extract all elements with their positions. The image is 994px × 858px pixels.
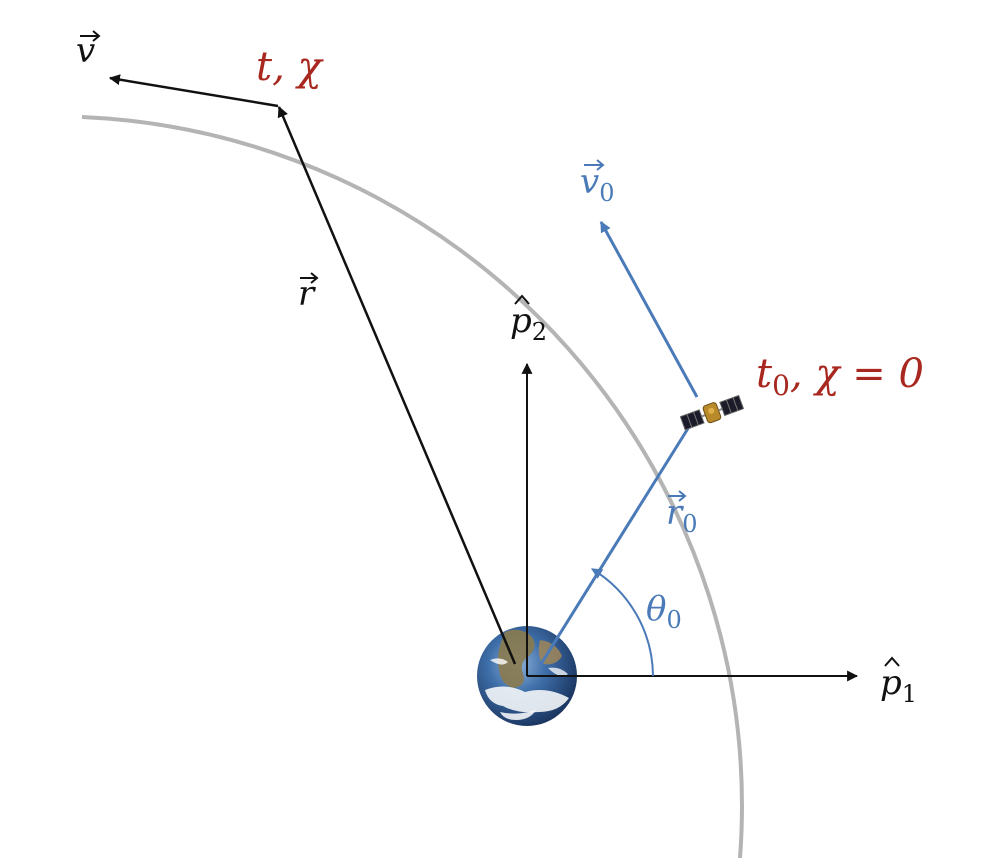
r-label-text: r <box>298 274 316 314</box>
v-label-text: v <box>76 31 95 71</box>
theta0-label-text: θ <box>646 589 666 629</box>
p2-label: p2 <box>510 294 547 346</box>
p1-label-text: p <box>880 663 902 703</box>
p2-label-sub: 2 <box>532 318 547 346</box>
orbit-arc <box>81 115 744 858</box>
v-label: v <box>76 30 101 71</box>
theta0-arc <box>591 568 654 677</box>
p1-label: p1 <box>880 656 917 708</box>
svg-text:p2: p2 <box>510 301 547 346</box>
r0-label: r0 <box>666 490 698 538</box>
svg-text:v0: v0 <box>580 162 615 207</box>
r0-vector <box>539 413 699 665</box>
r-label: r <box>298 272 319 314</box>
v0-label-text: v <box>580 162 599 202</box>
v0-label-sub: 0 <box>599 179 614 207</box>
v0-label: v0 <box>580 159 615 207</box>
r0-label-text: r <box>666 493 684 533</box>
r0-label-sub: 0 <box>682 510 697 538</box>
p2-label-text: p <box>510 301 532 341</box>
t0-label-sub: 0 <box>772 369 790 402</box>
t0-chi0-label: t0, χ = 0 <box>756 351 924 402</box>
t-chi-label: t, χ <box>256 44 325 90</box>
svg-text:p1: p1 <box>880 663 917 708</box>
v-vector <box>108 74 279 108</box>
v0-vector <box>599 221 699 398</box>
theta0-label-sub: 0 <box>666 606 681 634</box>
satellite-icon <box>679 394 745 431</box>
svg-text:r0: r0 <box>666 493 698 538</box>
t0-label-rest: , χ = 0 <box>790 351 924 397</box>
p1-label-sub: 1 <box>902 680 917 708</box>
t0-label-text: t <box>756 351 773 397</box>
theta0-label: θ0 <box>646 589 682 634</box>
r-vector <box>277 105 517 665</box>
